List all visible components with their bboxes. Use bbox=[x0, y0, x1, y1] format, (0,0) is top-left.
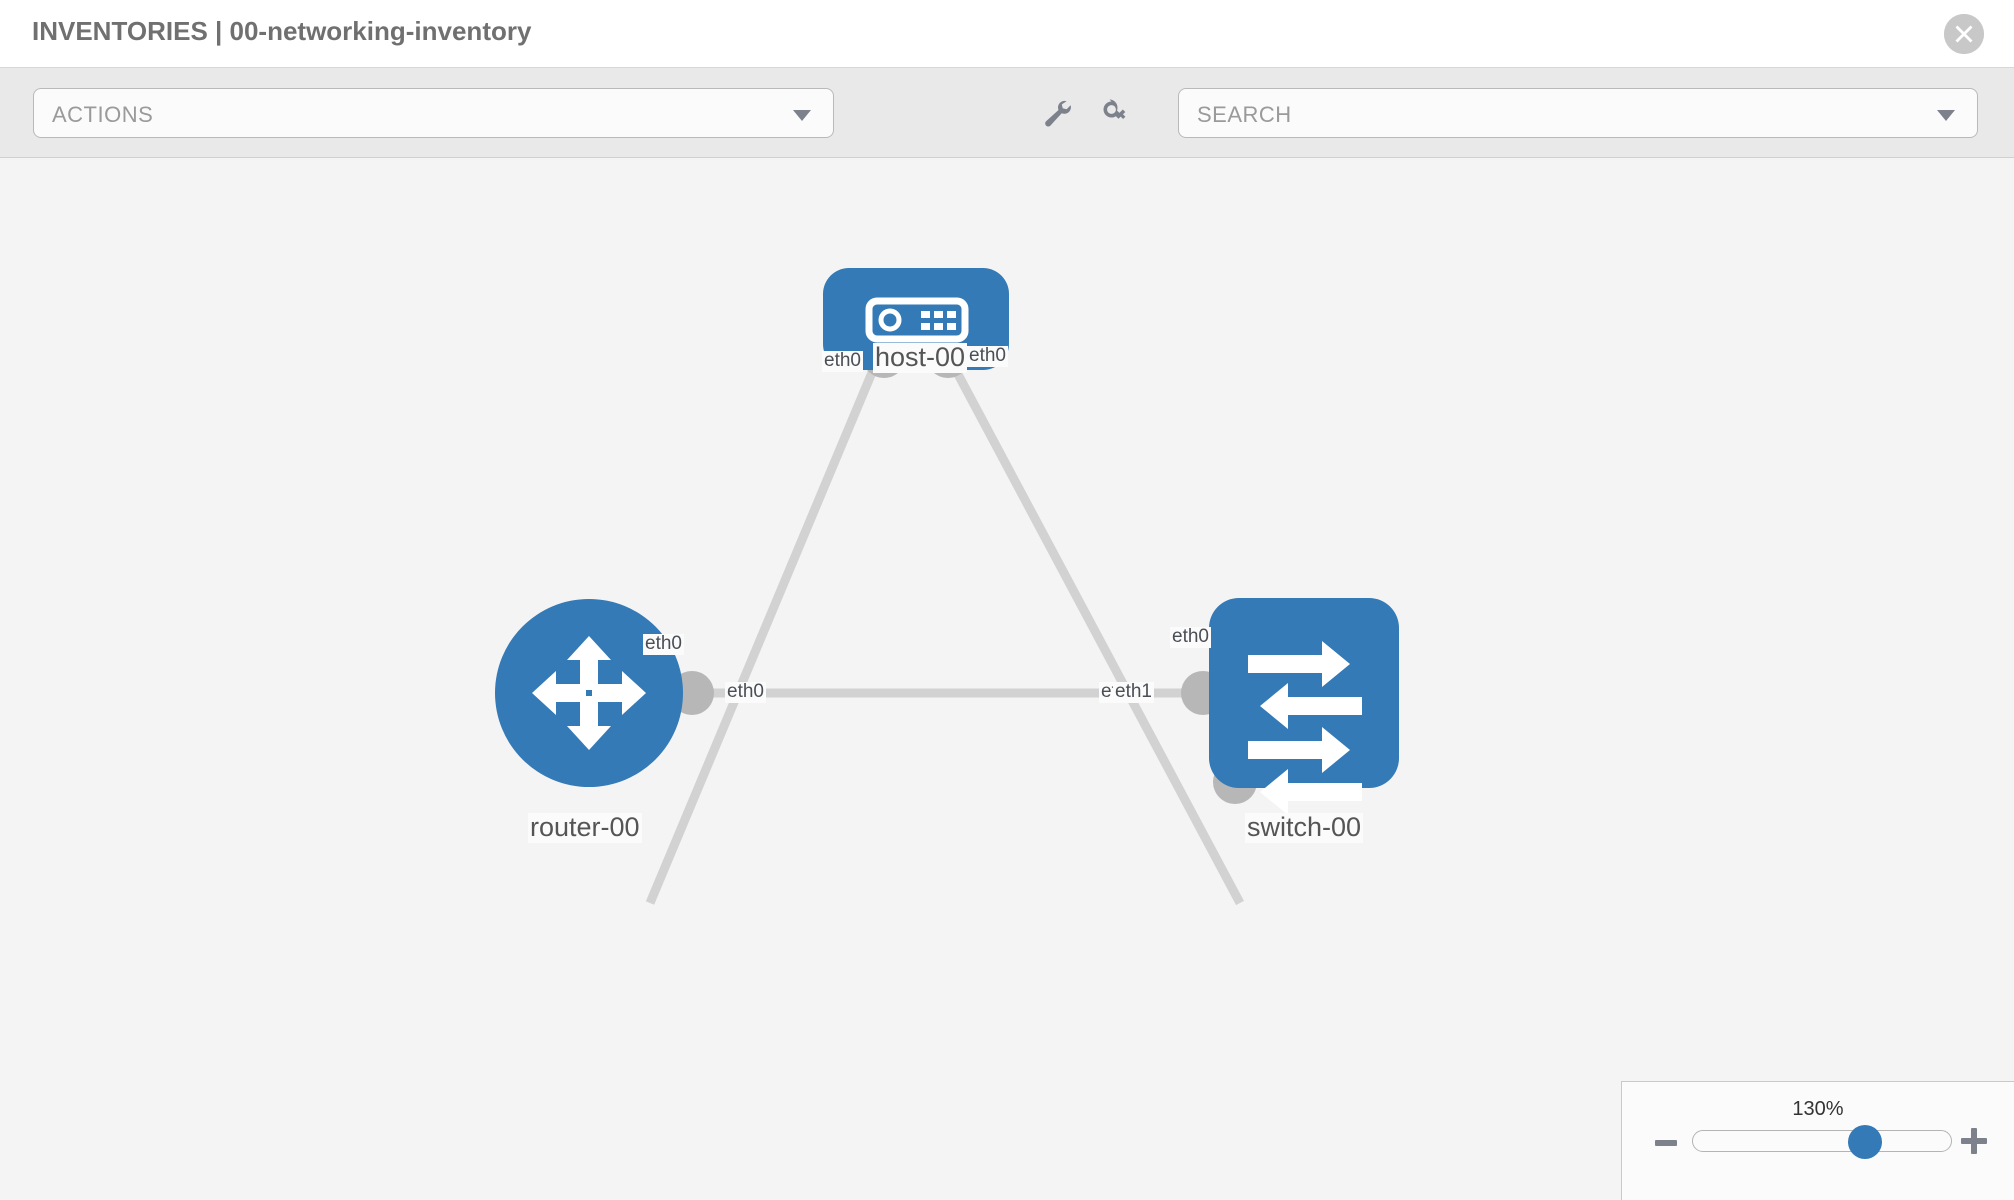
zoom-level-label: 130% bbox=[1792, 1098, 1844, 1120]
zoom-out-icon[interactable] bbox=[1655, 1140, 1677, 1146]
node-label-router-00: router-00 bbox=[528, 812, 642, 843]
edge-host-switch bbox=[948, 360, 1244, 906]
node-switch-00[interactable] bbox=[1209, 598, 1399, 815]
zoom-slider-thumb[interactable] bbox=[1848, 1125, 1882, 1159]
actions-dropdown[interactable]: ACTIONS bbox=[33, 88, 834, 138]
node-router-00[interactable] bbox=[495, 599, 683, 787]
topology-canvas[interactable]: eth0 eth0 eth0 eth0 eth0 eth0 eth1 host-… bbox=[0, 158, 2014, 1200]
topology-graph bbox=[495, 268, 1399, 906]
toolbar: ACTIONS SEARCH bbox=[0, 68, 2014, 158]
search-placeholder: SEARCH bbox=[1197, 102, 1292, 127]
iface-label-host-eth0-right: eth0 bbox=[967, 345, 1008, 367]
iface-label-router-eth0: eth0 bbox=[725, 681, 766, 703]
node-label-host-00: host-00 bbox=[873, 342, 968, 373]
iface-label-host-eth0-left: eth0 bbox=[822, 350, 863, 372]
chevron-down-icon[interactable] bbox=[1937, 110, 1955, 121]
wrench-icon[interactable] bbox=[1040, 96, 1076, 132]
node-label-switch-00: switch-00 bbox=[1245, 812, 1364, 843]
graph-interface-nubs bbox=[670, 334, 1257, 804]
graph-edges bbox=[645, 360, 1244, 906]
close-icon[interactable] bbox=[1944, 14, 1984, 54]
page-header: INVENTORIES | 00-networking-inventory bbox=[0, 0, 2014, 68]
zoom-slider[interactable] bbox=[1692, 1125, 1952, 1159]
iface-label-router-eth0-up: eth0 bbox=[643, 633, 684, 655]
edge-host-router bbox=[645, 361, 881, 905]
page-title: INVENTORIES | 00-networking-inventory bbox=[32, 16, 532, 46]
zoom-control-panel: 130% bbox=[1621, 1081, 2014, 1200]
router-arrows-icon bbox=[532, 636, 646, 750]
actions-dropdown-label: ACTIONS bbox=[52, 102, 154, 127]
switch-arrows-icon bbox=[1248, 641, 1362, 815]
iface-label-switch-eth0: eth0 bbox=[1170, 626, 1211, 648]
search-input[interactable]: SEARCH bbox=[1178, 88, 1978, 138]
server-device-icon bbox=[865, 297, 969, 343]
key-icon[interactable] bbox=[1098, 96, 1134, 132]
chevron-down-icon bbox=[793, 110, 811, 121]
iface-label-switch-eth1: eth1 bbox=[1113, 681, 1154, 703]
zoom-in-icon[interactable] bbox=[1961, 1128, 1987, 1154]
